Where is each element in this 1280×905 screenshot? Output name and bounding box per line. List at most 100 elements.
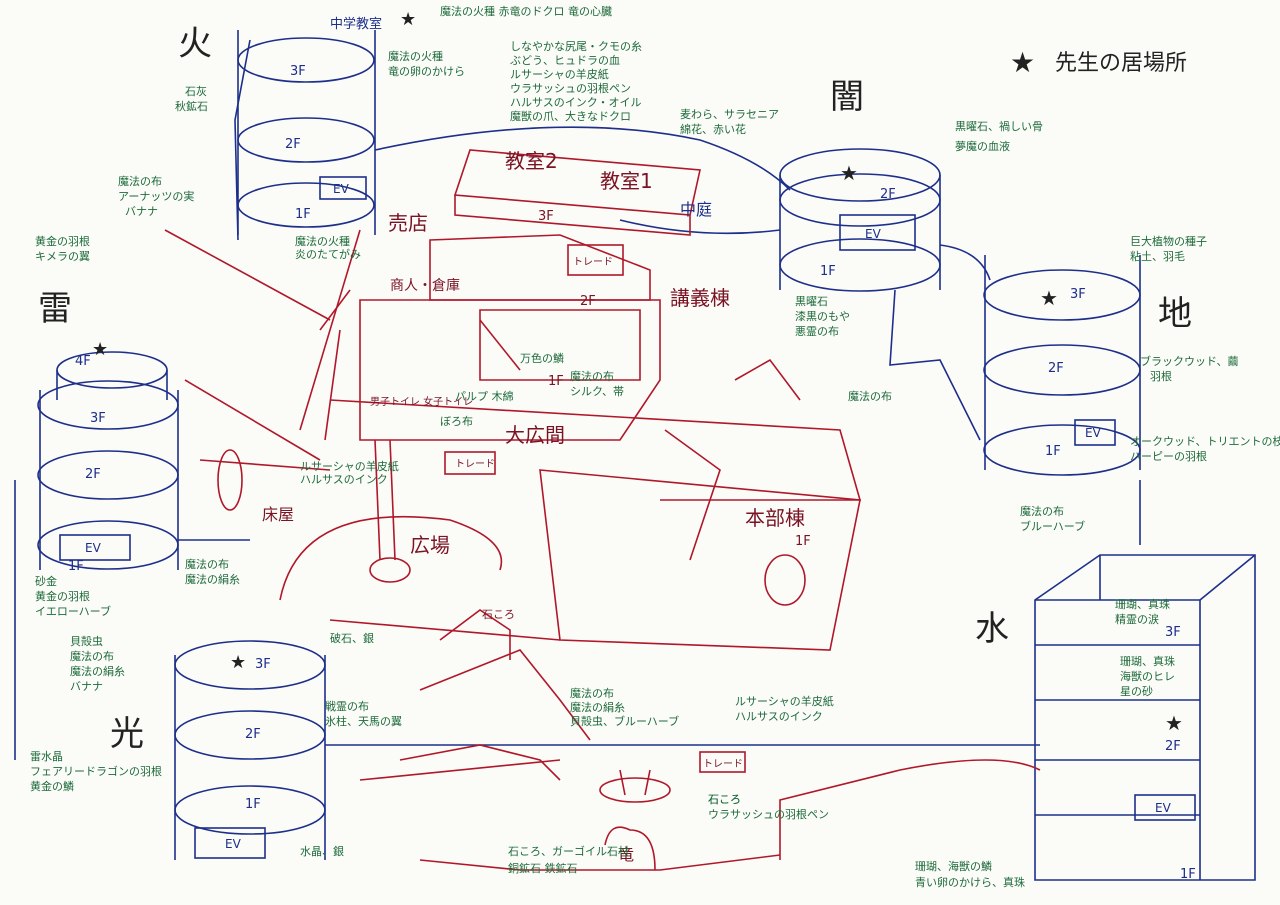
svg-text:黄金の羽根: 黄金の羽根 [35,589,90,603]
svg-text:ルサーシャの羊皮紙: ルサーシャの羊皮紙 [735,694,834,708]
svg-text:ブルーハーブ: ブルーハーブ [1020,519,1085,533]
svg-text:広場: 広場 [410,533,450,557]
svg-text:大広間: 大広間 [505,423,565,447]
thunder-notes: 黄金の羽根 キメラの翼 砂金 黄金の羽根 イエローハーブ 貝殻虫 魔法の布 魔法… [30,234,162,793]
svg-text:★: ★ [400,9,416,30]
svg-text:キメラの翼: キメラの翼 [35,250,90,263]
svg-text:1F: 1F [795,534,811,549]
svg-text:珊瑚、海獣の鱗: 珊瑚、海獣の鱗 [915,859,992,873]
svg-text:EV: EV [1155,801,1172,815]
light-label: 光 [110,714,144,754]
castle-labels: 教室2 教室1 3F 中庭 売店 トレード 商人・倉庫 2F 講義棟 1F 大広… [262,149,811,864]
svg-text:魔法の火種 赤竜のドクロ 竜の心臓: 魔法の火種 赤竜のドクロ 竜の心臓 [440,4,612,18]
svg-text:星の砂: 星の砂 [1120,685,1153,698]
svg-text:魔獣の爪、大きなドクロ: 魔獣の爪、大きなドクロ [510,109,631,123]
svg-text:水晶、銀: 水晶、銀 [300,844,344,858]
svg-text:パルプ 木綿: パルプ 木綿 [455,389,514,403]
svg-text:フェアリードラゴンの羽根: フェアリードラゴンの羽根 [30,764,162,778]
svg-text:氷柱、天馬の翼: 氷柱、天馬の翼 [325,714,402,728]
svg-text:海獣のヒレ: 海獣のヒレ [1120,669,1175,683]
svg-text:2F: 2F [1048,361,1064,376]
svg-text:トレード: トレード [703,759,743,770]
fire-notes: 魔法の火種 赤竜のドクロ 竜の心臓 魔法の火種 竜の卵のかけら 石灰 秋鉱石 魔… [118,4,612,261]
svg-text:EV: EV [865,227,882,241]
svg-text:ウラサッシュの羽根ペン: ウラサッシュの羽根ペン [510,81,631,95]
svg-text:1F: 1F [1045,444,1061,459]
svg-text:魔法の布: 魔法の布 [118,174,162,188]
light-notes: 破石、銀 戦霊の布 氷柱、天馬の翼 水晶、銀 [300,631,402,858]
svg-text:魔法の布: 魔法の布 [70,649,114,663]
svg-text:2F: 2F [880,187,896,202]
thunder-tower [37,351,179,570]
svg-text:★: ★ [92,339,108,360]
svg-text:魔法の布: 魔法の布 [570,686,614,700]
svg-text:売店: 売店 [388,211,428,235]
svg-text:魔法の絹糸: 魔法の絹糸 [70,664,125,678]
svg-text:竜の卵のかけら: 竜の卵のかけら [388,64,465,78]
svg-text:バナナ: バナナ [70,680,103,693]
svg-text:魔法の布: 魔法の布 [848,389,892,403]
svg-text:ブラックウッド、繭: ブラックウッド、繭 [1140,354,1239,368]
water-label: 水 [975,609,1009,649]
svg-text:2F: 2F [85,467,101,482]
svg-text:1F: 1F [1180,867,1196,882]
svg-text:巨大植物の種子: 巨大植物の種子 [1130,234,1207,248]
svg-text:精霊の涙: 精霊の涙 [1115,612,1159,626]
svg-text:戦霊の布: 戦霊の布 [325,700,369,713]
svg-text:2F: 2F [580,294,596,309]
svg-text:黄金の羽根: 黄金の羽根 [35,234,90,248]
svg-text:バナナ: バナナ [125,205,158,218]
svg-text:粘土、羽毛: 粘土、羽毛 [1130,249,1185,263]
svg-text:男子トイレ 女子トイレ: 男子トイレ 女子トイレ [370,395,473,408]
svg-text:ぼろ布: ぼろ布 [440,415,473,428]
dark-label: 闇 [830,77,864,117]
svg-text:中学教室: 中学教室 [330,16,382,32]
thunder-label: 雷 [38,289,72,329]
svg-text:★: ★ [230,652,246,673]
svg-text:ルサーシャの羊皮紙: ルサーシャの羊皮紙 [510,67,609,81]
svg-text:本部棟: 本部棟 [745,506,805,530]
svg-text:シルク、帯: シルク、帯 [570,385,624,398]
svg-text:破石、銀: 破石、銀 [330,631,374,645]
svg-text:青い卵のかけら、真珠: 青い卵のかけら、真珠 [915,875,1025,889]
svg-text:魔法の火種: 魔法の火種 [388,49,443,63]
legend-star-icon: ★ [1010,46,1035,79]
svg-text:魔法の布: 魔法の布 [570,369,614,383]
svg-text:ハーピーの羽根: ハーピーの羽根 [1130,449,1207,463]
svg-text:しなやかな尻尾・クモの糸: しなやかな尻尾・クモの糸 [510,40,642,53]
svg-text:石ころ: 石ころ [708,793,741,806]
svg-text:1F: 1F [820,264,836,279]
svg-text:ウラサッシュの羽根ペン: ウラサッシュの羽根ペン [708,807,829,821]
fire-tower [234,30,376,241]
svg-text:3F: 3F [255,657,271,672]
svg-text:貝殻虫: 貝殻虫 [70,634,103,648]
svg-text:講義棟: 講義棟 [670,286,730,310]
dark-notes: 黒曜石、禍しい骨 夢魔の血液 黒曜石 漆黒のもや 悪霊の布 麦わら、サラセニア … [680,108,1043,338]
svg-text:秋鉱石: 秋鉱石 [175,99,208,113]
svg-text:オークウッド、トリエントの枝根: オークウッド、トリエントの枝根 [1130,434,1280,448]
svg-text:黄金の鱗: 黄金の鱗 [30,779,74,793]
svg-text:2F: 2F [285,137,301,152]
svg-text:3F: 3F [290,64,306,79]
fire-label: 火 [178,24,212,64]
svg-text:1F: 1F [548,374,564,389]
svg-text:珊瑚、真珠: 珊瑚、真珠 [1115,597,1170,611]
svg-text:商人・倉庫: 商人・倉庫 [390,277,460,294]
legend: ★ 先生の居場所 [1010,46,1187,79]
svg-text:★: ★ [840,161,858,185]
svg-text:教室1: 教室1 [600,169,653,193]
svg-text:EV: EV [85,541,102,555]
svg-text:イエローハーブ: イエローハーブ [35,604,111,618]
svg-text:石ころ: 石ころ [708,793,741,806]
svg-text:中庭: 中庭 [680,200,712,219]
svg-text:ハルサスのインク: ハルサスのインク [300,473,388,486]
svg-text:魔法の火種: 魔法の火種 [295,234,350,248]
svg-text:EV: EV [333,182,350,196]
svg-text:2F: 2F [1165,739,1181,754]
water-notes: 珊瑚、真珠 精霊の涙 珊瑚、真珠 海獣のヒレ 星の砂 珊瑚、海獣の鱗 青い卵のか… [915,597,1175,889]
earth-notes: 巨大植物の種子 粘土、羽毛 ブラックウッド、繭 羽根 オークウッド、トリエントの… [848,234,1280,533]
castle-notes: しなやかな尻尾・クモの糸 ぶどう、ヒュドラの血 ルサーシャの羊皮紙 ウラサッシュ… [185,40,834,875]
svg-text:トレード: トレード [573,257,613,268]
svg-text:綿花、赤い花: 綿花、赤い花 [680,122,746,136]
